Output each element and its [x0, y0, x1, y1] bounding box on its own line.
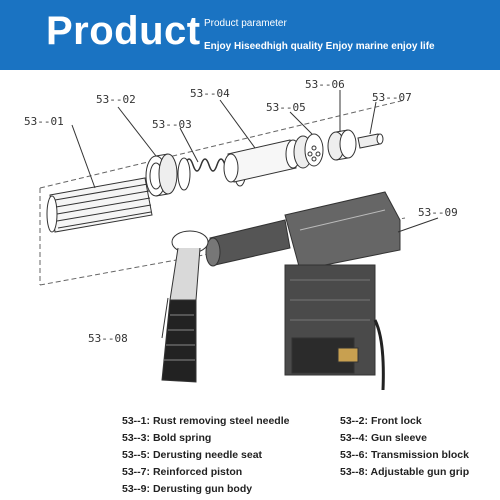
adjustable-grip-part	[161, 230, 209, 383]
legend-name: Reinforced piston	[152, 466, 243, 478]
callout-53-05: 53--05	[266, 101, 306, 114]
header-banner: Product Product parameter Enjoy Hiseedhi…	[0, 0, 500, 70]
legend-code: 53--3:	[122, 432, 151, 444]
parts-legend: 53--1: Rust removing steel needle 53--2:…	[0, 415, 500, 500]
legend-code: 53--6:	[340, 449, 369, 461]
legend-code: 53--8:	[340, 466, 369, 478]
callout-53-03: 53--03	[152, 118, 192, 131]
needle-seat-part	[293, 133, 324, 169]
tagline: Enjoy Hiseedhigh quality Enjoy marine en…	[204, 41, 435, 52]
callout-53-07: 53--07	[372, 91, 412, 104]
legend-item-53-5: 53--5: Derusting needle seat	[122, 449, 262, 461]
legend-name: Derusting needle seat	[152, 449, 263, 461]
gun-body-part	[205, 191, 401, 391]
legend-name: Derusting gun body	[152, 483, 253, 495]
legend-name: Rust removing steel needle	[152, 415, 290, 427]
legend-code: 53--4:	[340, 432, 369, 444]
legend-code: 53--5:	[122, 449, 151, 461]
legend-item-53-7: 53--7: Reinforced piston	[122, 466, 242, 478]
legend-item-53-3: 53--3: Bold spring	[122, 432, 211, 444]
legend-name: Adjustable gun grip	[370, 466, 470, 478]
legend-name: Transmission block	[370, 449, 469, 461]
legend-name: Bold spring	[152, 432, 212, 444]
legend-code: 53--1:	[122, 415, 151, 427]
needle-bundle-part	[46, 177, 153, 233]
callout-53-01: 53--01	[24, 115, 64, 128]
gun-sleeve-part	[223, 139, 301, 183]
legend-item-53-9: 53--9: Derusting gun body	[122, 483, 252, 495]
legend-item-53-6: 53--6: Transmission block	[340, 449, 469, 461]
callout-53-06: 53--06	[305, 78, 345, 91]
legend-item-53-8: 53--8: Adjustable gun grip	[340, 466, 469, 478]
transmission-block-part	[327, 129, 357, 161]
callout-53-02: 53--02	[96, 93, 136, 106]
legend-item-53-1: 53--1: Rust removing steel needle	[122, 415, 289, 427]
legend-code: 53--7:	[122, 466, 151, 478]
legend-code: 53--2:	[340, 415, 369, 427]
page-title: Product	[46, 9, 201, 53]
callout-53-08: 53--08	[88, 332, 128, 345]
exploded-parts-diagram: 53--01 53--02 53--03 53--04 53--05 53--0…	[24, 78, 458, 391]
legend-code: 53--9:	[122, 483, 151, 495]
callout-53-04: 53--04	[190, 87, 230, 100]
front-lock-part	[145, 153, 178, 197]
legend-name: Gun sleeve	[370, 432, 427, 444]
reinforced-piston-part	[357, 133, 384, 149]
legend-item-53-4: 53--4: Gun sleeve	[340, 432, 427, 444]
legend-name: Front lock	[370, 415, 422, 427]
product-parameter-label: Product parameter	[204, 18, 287, 29]
callout-53-09: 53--09	[418, 206, 458, 219]
legend-item-53-2: 53--2: Front lock	[340, 415, 422, 427]
